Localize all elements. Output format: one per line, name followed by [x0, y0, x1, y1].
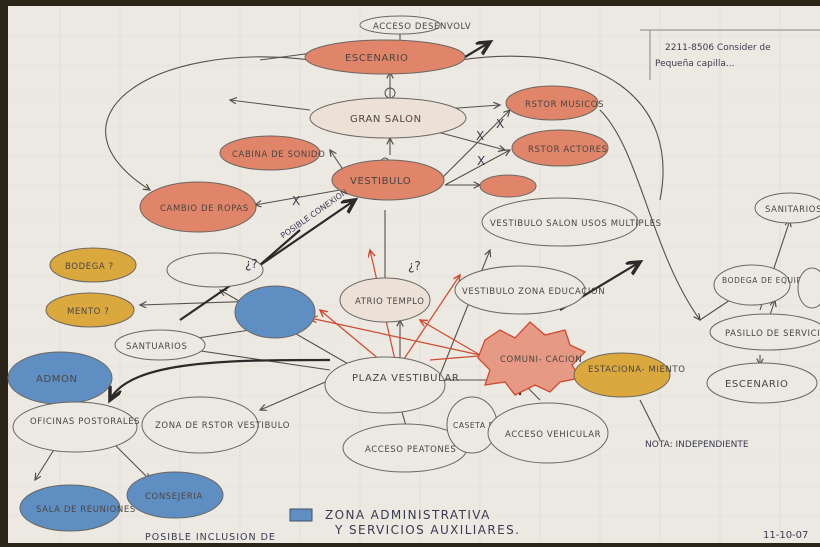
node-escenario-right: ESCENARIO	[706, 362, 818, 404]
node-consejeria-label: CONSEJERIA	[145, 492, 203, 502]
legend: ZONA ADMINISTRATIVA Y SERVICIOS AUXILIAR…	[289, 508, 520, 537]
node-cabina-sonido-label: CABINA DE SONIDO	[232, 150, 325, 160]
node-acceso-desenvolv: ACCESO DESENVOLV	[359, 15, 471, 35]
node-admon-label: ADMON	[36, 374, 78, 385]
node-santuarios-label: SANTUARIOS	[126, 342, 187, 352]
node-unlabeled	[166, 252, 264, 288]
node-bodega-equipos: BODEGA DE EQUIPOS	[713, 264, 813, 306]
node-cambio-ropas: CAMBIO DE ROPAS	[139, 181, 257, 233]
node-blue-center	[234, 285, 316, 339]
annotation-cross: X	[476, 129, 484, 143]
node-admon: ADMON	[7, 351, 113, 405]
node-atrio-templo: ATRIO TEMPLO	[339, 277, 431, 323]
node-small-red	[479, 174, 537, 198]
node-comunicacion-label: COMUNI- CACION	[500, 355, 582, 365]
node-consejeria: CONSEJERIA	[126, 471, 224, 519]
annotation-cross: X	[496, 117, 504, 131]
legend-swatch	[289, 508, 313, 522]
node-atrio-templo-label: ATRIO TEMPLO	[355, 297, 425, 307]
node-vestibulo-zona: VESTIBULO ZONA EDUCACION	[454, 265, 605, 315]
node-right-edge	[797, 267, 820, 309]
node-zona-rstor: ZONA DE RSTOR VESTIBULO	[141, 396, 290, 454]
legend-text-2: Y SERVICIOS AUXILIARES.	[334, 523, 520, 537]
node-plaza-vestibular-label: PLAZA VESTIBULAR	[352, 373, 459, 384]
node-vestibulo-zona-label: VESTIBULO ZONA EDUCACION	[462, 287, 605, 297]
node-cabina-sonido: CABINA DE SONIDO	[219, 135, 325, 171]
edges-gray	[35, 30, 790, 480]
node-rstor-musicos-label: RSTOR MUSICOS	[525, 100, 604, 110]
node-sala-reuniones: SALA DE REUNIONES	[19, 484, 136, 532]
node-vestibulo-salon: VESTIBULO SALON USOS MULTIPLES	[481, 197, 662, 247]
annotation-top-right: 2211-8506 Consider de	[665, 43, 771, 53]
node-cambio-ropas-label: CAMBIO DE ROPAS	[160, 204, 249, 214]
annotation-nota: NOTA: INDEPENDIENTE	[645, 440, 749, 450]
annotation-question-2: ¿?	[408, 259, 421, 273]
node-rstor-actores-label: RSTOR ACTORES	[528, 145, 608, 155]
annotation-question: ¿?	[245, 257, 258, 271]
node-pasillo-servicio: PASILLO DE SERVICIO	[709, 313, 820, 351]
node-plaza-vestibular: PLAZA VESTIBULAR	[324, 356, 459, 414]
node-vestibulo: VESTIBULO	[331, 159, 445, 201]
node-mento: MENTO ?	[45, 292, 135, 328]
footer-possible-inclusion: POSIBLE INCLUSION DE	[145, 532, 276, 543]
node-estacionamiento: ESTACIONA- MIENTO	[573, 352, 686, 398]
node-acceso-desenvolv-label: ACCESO DESENVOLV	[373, 22, 471, 32]
node-vestibulo-salon-label: VESTIBULO SALON USOS MULTIPLES	[490, 219, 662, 229]
annotation-cross: X	[292, 194, 300, 208]
node-escenario: ESCENARIO	[304, 39, 466, 75]
node-santuarios: SANTUARIOS	[114, 329, 206, 361]
node-bodega-label: BODEGA ?	[65, 262, 114, 272]
node-pasillo-servicio-label: PASILLO DE SERVICIO	[725, 329, 820, 339]
node-gran-salon: GRAN SALON	[309, 97, 467, 139]
node-vestibulo-label: VESTIBULO	[350, 176, 411, 187]
annotation-top-right-2: Pequeña capilla...	[655, 59, 734, 69]
node-sanitarios-right-label: SANITARIOS	[765, 205, 820, 215]
node-zona-rstor-label: ZONA DE RSTOR VESTIBULO	[155, 421, 290, 431]
node-sanitarios-right: SANITARIOS	[754, 192, 820, 224]
legend-text-1: ZONA ADMINISTRATIVA	[325, 508, 491, 522]
annotation-cross: X	[477, 154, 485, 168]
node-gran-salon-label: GRAN SALON	[350, 114, 422, 125]
node-estacionamiento-label: ESTACIONA- MIENTO	[588, 365, 686, 375]
node-rstor-musicos: RSTOR MUSICOS	[505, 85, 604, 121]
node-escenario-label: ESCENARIO	[345, 53, 408, 64]
node-acceso-vehicular: ACCESO VEHICULAR	[487, 402, 609, 464]
node-mento-label: MENTO ?	[67, 307, 109, 317]
node-escenario-right-label: ESCENARIO	[725, 379, 788, 390]
node-acceso-peatonal-label: ACCESO PEATONES	[365, 445, 456, 455]
node-oficinas-postorales-label: OFICINAS POSTORALES	[30, 417, 140, 427]
footer-date: 11-10-07	[763, 530, 808, 541]
node-bodega: BODEGA ?	[49, 247, 137, 283]
node-bodega-equipos-label: BODEGA DE EQUIPOS	[722, 276, 813, 285]
node-oficinas-postorales: OFICINAS POSTORALES	[12, 401, 140, 453]
node-rstor-actores: RSTOR ACTORES	[511, 129, 609, 167]
node-acceso-vehicular-label: ACCESO VEHICULAR	[505, 430, 601, 440]
node-sala-reuniones-label: SALA DE REUNIONES	[36, 505, 136, 515]
